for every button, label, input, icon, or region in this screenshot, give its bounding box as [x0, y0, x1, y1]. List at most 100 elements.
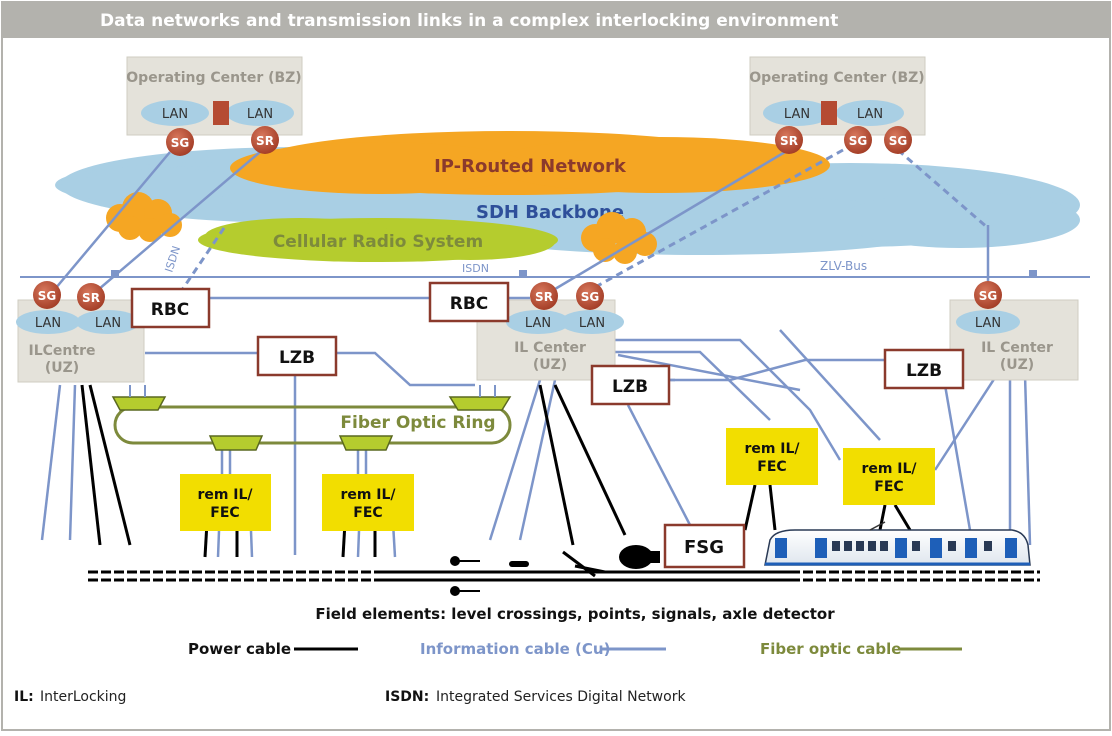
lan-cloud: LAN [506, 310, 570, 334]
ip-routed-network-cloud [230, 131, 830, 195]
sr-node: SR [251, 126, 279, 154]
svg-text:LAN: LAN [35, 316, 61, 331]
svg-text:RBC: RBC [151, 300, 190, 320]
svg-text:LZB: LZB [279, 348, 315, 368]
legend-fiber: Fiber optic cable [760, 640, 962, 658]
lan-cloud: LAN [560, 310, 624, 334]
svg-text:SR: SR [256, 134, 274, 148]
svg-text:Fiber optic cable: Fiber optic cable [760, 640, 901, 658]
information-cables-lower [40, 329, 1032, 555]
svg-text:LAN: LAN [784, 107, 810, 122]
lan-cloud: LAN [836, 100, 904, 126]
rem-il-fec-box: rem IL/ FEC [726, 428, 818, 485]
svg-text:FEC: FEC [210, 505, 239, 521]
rem-il-fec-box: rem IL/ FEC [843, 448, 935, 505]
rbc-box: RBC [130, 287, 211, 329]
lzb-box: LZB [883, 348, 965, 390]
sr-node: SR [775, 126, 803, 154]
svg-text:LAN: LAN [857, 107, 883, 122]
svg-text:SR: SR [82, 291, 100, 305]
operating-center-right: Operating Center (BZ) [749, 56, 926, 136]
points-icon [562, 550, 606, 578]
sg-node: SG [884, 126, 912, 154]
cellular-radio-cloud [198, 218, 558, 262]
fiber-optic-ring-label: Fiber Optic Ring [340, 413, 495, 433]
train-icon [764, 521, 1031, 566]
svg-text:Power cable: Power cable [188, 640, 291, 658]
field-elements-caption: Field elements: level crossings, points,… [315, 605, 835, 623]
isdn-label: ISDN [462, 262, 489, 275]
rem-il-fec-box: rem IL/ FEC [180, 474, 271, 531]
svg-text:FEC: FEC [874, 479, 903, 495]
sg-node: SG [974, 281, 1002, 309]
lzb-box: LZB [590, 364, 671, 406]
bus-tap [519, 270, 527, 278]
lan-cloud: LAN [141, 100, 209, 126]
lan-cloud: LAN [76, 310, 140, 334]
lan-cloud: LAN [226, 100, 294, 126]
svg-text:FEC: FEC [353, 505, 382, 521]
operating-center-label: Operating Center (BZ) [126, 70, 301, 86]
fsg-box: FSG [663, 523, 746, 569]
radio-dashed-links [180, 148, 989, 292]
svg-text:SG: SG [849, 134, 868, 148]
footnote-il: IL: InterLocking [14, 689, 126, 705]
il-center-right: IL Center (UZ) [949, 299, 1079, 381]
svg-text:IL:: IL: [14, 689, 34, 705]
diagram-title: Data networks and transmission links in … [100, 11, 838, 31]
lan-cloud: LAN [16, 310, 80, 334]
svg-text:LAN: LAN [247, 107, 273, 122]
rem-il-fec-box: rem IL/ FEC [322, 474, 414, 531]
il-center-subtitle: (UZ) [533, 357, 567, 373]
legend-info: Information cable (Cu) [420, 640, 666, 658]
svg-text:Integrated Services Digital Ne: Integrated Services Digital Network [436, 689, 686, 705]
il-center-title: IL Center [514, 340, 586, 356]
sg-node: SG [166, 128, 194, 156]
level-crossing-icon [619, 545, 660, 569]
sg-node: SG [576, 282, 604, 310]
svg-text:RBC: RBC [450, 294, 489, 314]
small-orange-cloud [106, 192, 182, 242]
svg-text:SG: SG [889, 134, 908, 148]
svg-text:Information cable (Cu): Information cable (Cu) [420, 640, 610, 658]
il-center-title: IL Center [981, 340, 1053, 356]
svg-text:SG: SG [38, 289, 57, 303]
svg-text:FSG: FSG [684, 537, 724, 558]
sg-node: SG [33, 281, 61, 309]
svg-text:rem IL/: rem IL/ [340, 487, 396, 503]
firewall-block [213, 101, 229, 125]
il-center-subtitle: (UZ) [1000, 357, 1034, 373]
svg-text:rem IL/: rem IL/ [197, 487, 253, 503]
svg-text:SG: SG [979, 289, 998, 303]
sg-node: SG [844, 126, 872, 154]
svg-text:SR: SR [780, 134, 798, 148]
fiber-optic-ring [113, 405, 512, 445]
svg-text:SR: SR [535, 290, 553, 304]
sdh-backbone-label: SDH Backbone [476, 202, 624, 223]
svg-text:SG: SG [581, 290, 600, 304]
svg-text:LAN: LAN [975, 316, 1001, 331]
svg-text:LZB: LZB [612, 377, 648, 397]
coupler-links [129, 385, 496, 397]
sdh-ring-outline [59, 162, 261, 185]
svg-text:LAN: LAN [525, 316, 551, 331]
svg-text:LAN: LAN [162, 107, 188, 122]
svg-text:LZB: LZB [906, 361, 942, 381]
axle-detector-icon [509, 561, 529, 567]
svg-text:rem IL/: rem IL/ [861, 461, 917, 477]
zlv-bus-label: ZLV-Bus [820, 259, 867, 273]
operating-center-label: Operating Center (BZ) [749, 70, 924, 86]
il-center-title: ILCentre [29, 343, 96, 359]
bus-tap [1029, 270, 1037, 278]
lzb-box: LZB [256, 335, 338, 377]
sr-node: SR [530, 282, 558, 310]
signal-icon [450, 556, 480, 596]
il-center-subtitle: (UZ) [45, 360, 79, 376]
svg-text:InterLocking: InterLocking [40, 689, 126, 705]
sr-node: SR [77, 283, 105, 311]
rbc-box: RBC [428, 281, 510, 323]
lan-cloud: LAN [956, 310, 1020, 334]
lan-cloud: LAN [763, 100, 831, 126]
legend-power: Power cable [188, 640, 358, 658]
